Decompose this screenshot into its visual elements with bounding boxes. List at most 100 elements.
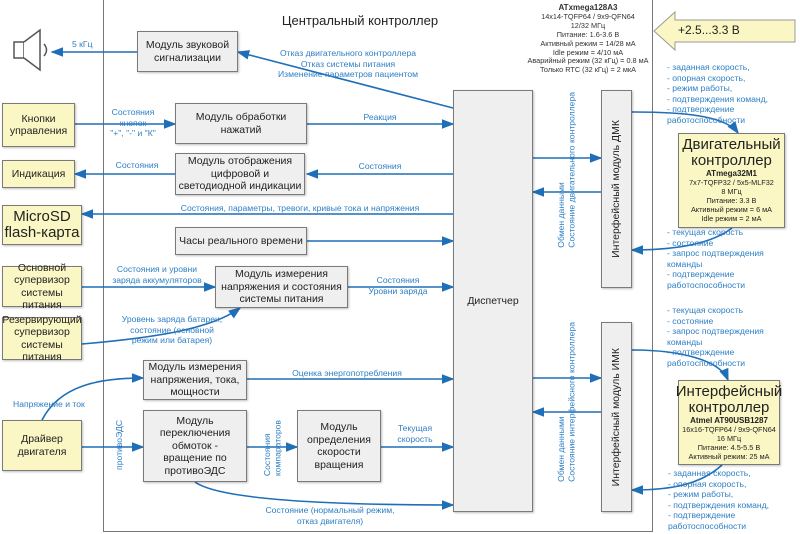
text-line: "+", "-" и "К"	[110, 128, 156, 138]
text-line: вращение по	[163, 452, 227, 465]
text-line: работоспособности	[667, 279, 746, 290]
text-line: скорость	[397, 433, 433, 444]
wire-vi	[41, 373, 145, 421]
wire-from-motor	[630, 227, 733, 255]
text-line: напряжения, тока,	[150, 373, 240, 386]
text-line: - режим работы,	[667, 83, 733, 93]
text-line: MicroSD	[13, 208, 71, 225]
text-line: Кнопки	[21, 112, 56, 125]
text-line: - подтверждение	[667, 269, 735, 279]
text-line: работоспособности	[668, 520, 747, 531]
text-line: режим или батарея)	[131, 335, 213, 345]
text-line: Состояния	[376, 275, 420, 285]
text-line: - подтверждения команд,	[668, 499, 770, 510]
text-line: Модуль отображения	[187, 155, 293, 168]
text-line: Модуль измерения	[148, 361, 242, 374]
text-line: Резервирующий	[2, 313, 82, 326]
text-line: работоспособности	[667, 114, 746, 125]
text-line: двигателя	[17, 445, 67, 458]
dmk-label: Интерфейсный модуль ДМК	[610, 120, 623, 258]
text-line: Основной	[17, 261, 67, 274]
text-line: Отказ системы питания	[300, 58, 396, 69]
imk-label: Интерфейсный модуль ИМК	[610, 347, 623, 487]
text-line: Состояние (нормальный режим,	[265, 505, 395, 515]
text-line: 8 МГц	[721, 187, 742, 196]
central-controller-title: Центральный контроллер	[281, 13, 439, 28]
text-line: Idle режим = 4/10 мА	[552, 47, 624, 57]
text-line: Напряжение и ток	[13, 399, 85, 409]
dispatcher: Диспетчер	[453, 90, 533, 512]
text-line: нажатий	[220, 123, 262, 136]
text-line: - подтверждение	[668, 510, 736, 520]
text-line: - подтверждение	[667, 347, 735, 357]
text-line: - состояние	[667, 237, 714, 248]
text-line: системы питания	[239, 293, 324, 306]
text-line: Питание: 4.5-5.5 В	[697, 443, 761, 452]
text-line: Часы реального времени	[179, 234, 303, 247]
text-line: - режим работы,	[668, 489, 734, 499]
text-line: Уровень заряда батареи,	[121, 314, 223, 324]
rtc-module: Часы реального времени	[175, 227, 307, 255]
text-line: - заданная скорость,	[667, 62, 750, 72]
speaker-icon	[13, 28, 48, 72]
text-line: - состояние	[667, 315, 714, 326]
text-line: Изменение параметров пациентом	[277, 69, 419, 79]
energy-label: Оценка энергопотребления	[292, 368, 402, 379]
text-line: Активный режим: 25 мА	[688, 452, 770, 461]
to-iface-list: - текущая скорость- состояние- запрос по…	[667, 305, 764, 368]
text-line: Интерфейсный	[675, 383, 783, 400]
text-line: - текущая скорость	[667, 227, 744, 237]
wire-to-motor	[631, 111, 739, 135]
text-line: Модуль измерения	[235, 268, 328, 281]
text-line: - текущая скорость	[667, 305, 744, 315]
backup-battery-label: Уровень заряда батареи,состояние (основн…	[122, 314, 222, 346]
text-line: Состояние двигательного контроллера	[566, 92, 577, 248]
text-line: Питание: 3.3 В	[706, 196, 757, 205]
from-motor-list: - текущая скорость- состояние- запрос по…	[667, 227, 764, 290]
vi-label: Напряжение и ток	[13, 399, 85, 410]
bemf-label: противоЭДС	[114, 420, 124, 470]
text-line: Состояния	[111, 107, 155, 117]
text-line: сигнализации	[154, 51, 221, 64]
text-line: системы питания	[21, 338, 63, 364]
wire-from-iface	[630, 464, 723, 495]
text-line: Модуль обработки	[195, 111, 287, 123]
text-line: контроллер	[691, 152, 772, 169]
text-line: - подтверждение	[667, 104, 735, 114]
text-line: Драйвер	[21, 433, 63, 445]
text-line: супервизор	[14, 326, 70, 338]
text-line: кнопок	[119, 117, 147, 128]
text-line: обмоток -	[172, 439, 218, 452]
text-line: - запрос подтверждения	[667, 248, 764, 258]
text-line: противоЭДС	[164, 464, 226, 477]
text-line: Активный режим = 6 мА	[690, 205, 773, 214]
text-line: команды	[667, 258, 703, 269]
text-line: состояние (основной	[130, 324, 214, 335]
text-line: Текущая	[397, 423, 433, 433]
text-line: Аварийный режим (32 кГц) = 0.8 мА	[527, 56, 649, 66]
text-line: 5 кГц	[72, 39, 93, 49]
text-line: контроллер	[688, 399, 770, 416]
text-line: мощности	[170, 386, 220, 399]
text-line: напряжения и состояния	[221, 280, 342, 293]
text-line: компараторов	[272, 420, 283, 477]
